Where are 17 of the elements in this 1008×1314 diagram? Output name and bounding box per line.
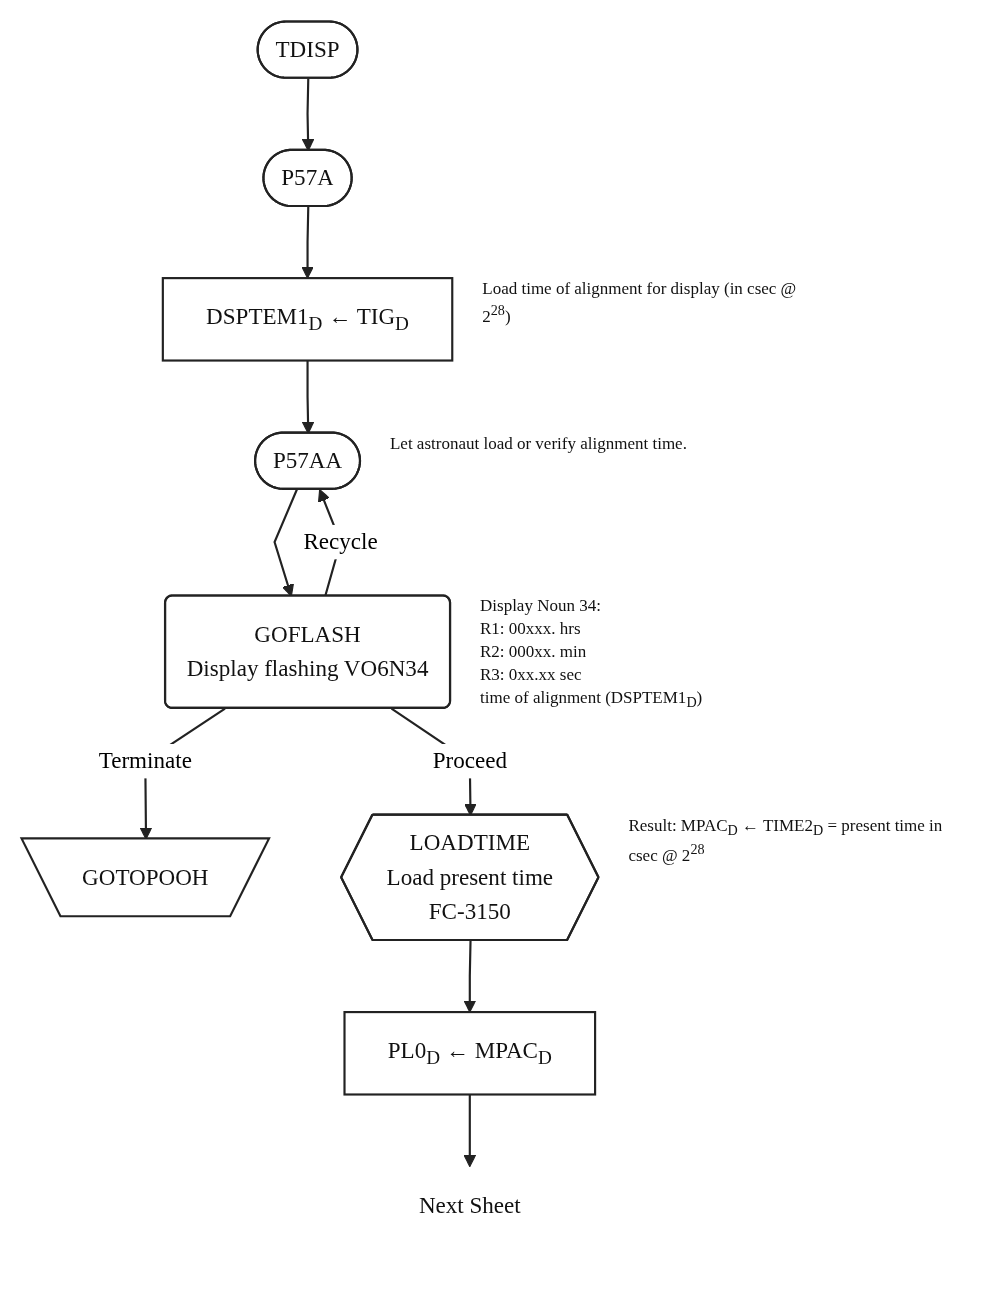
note-text: Display Noun 34: (480, 595, 601, 618)
node-box: PL0$_{D}$ ← MPAC$_{D}$ (343, 1011, 597, 1096)
edge-label: Terminate (98, 748, 192, 773)
edge-label: Proceed (432, 748, 507, 773)
note-text: R1: 00xxx. hrs (480, 618, 581, 641)
node-text: Next Sheet (418, 1192, 521, 1218)
note-text: Result: MPAC$_{D}$ ← TIME2$_{D}$ = present time in csec @ 2$^{28}$ (628, 814, 944, 867)
note-text: R3: 0xx.xx sec (480, 664, 582, 687)
note-text: Load time of alignment for display (in csec @ 2$^{28}$) (482, 278, 798, 328)
note-text: time of alignment (DSPTEM1$_{D}$) (480, 687, 703, 713)
arrow (463, 940, 477, 1013)
node-box: DSPTEM1$_{D}$ ← TIG$_{D}$ (161, 277, 454, 362)
note-text: Let astronaut load or verify alignment time. (389, 432, 687, 455)
arrow (301, 206, 314, 279)
edge-label: Recycle (303, 529, 378, 554)
note-text: R2: 000xx. min (480, 641, 587, 664)
arrow (463, 1094, 477, 1168)
